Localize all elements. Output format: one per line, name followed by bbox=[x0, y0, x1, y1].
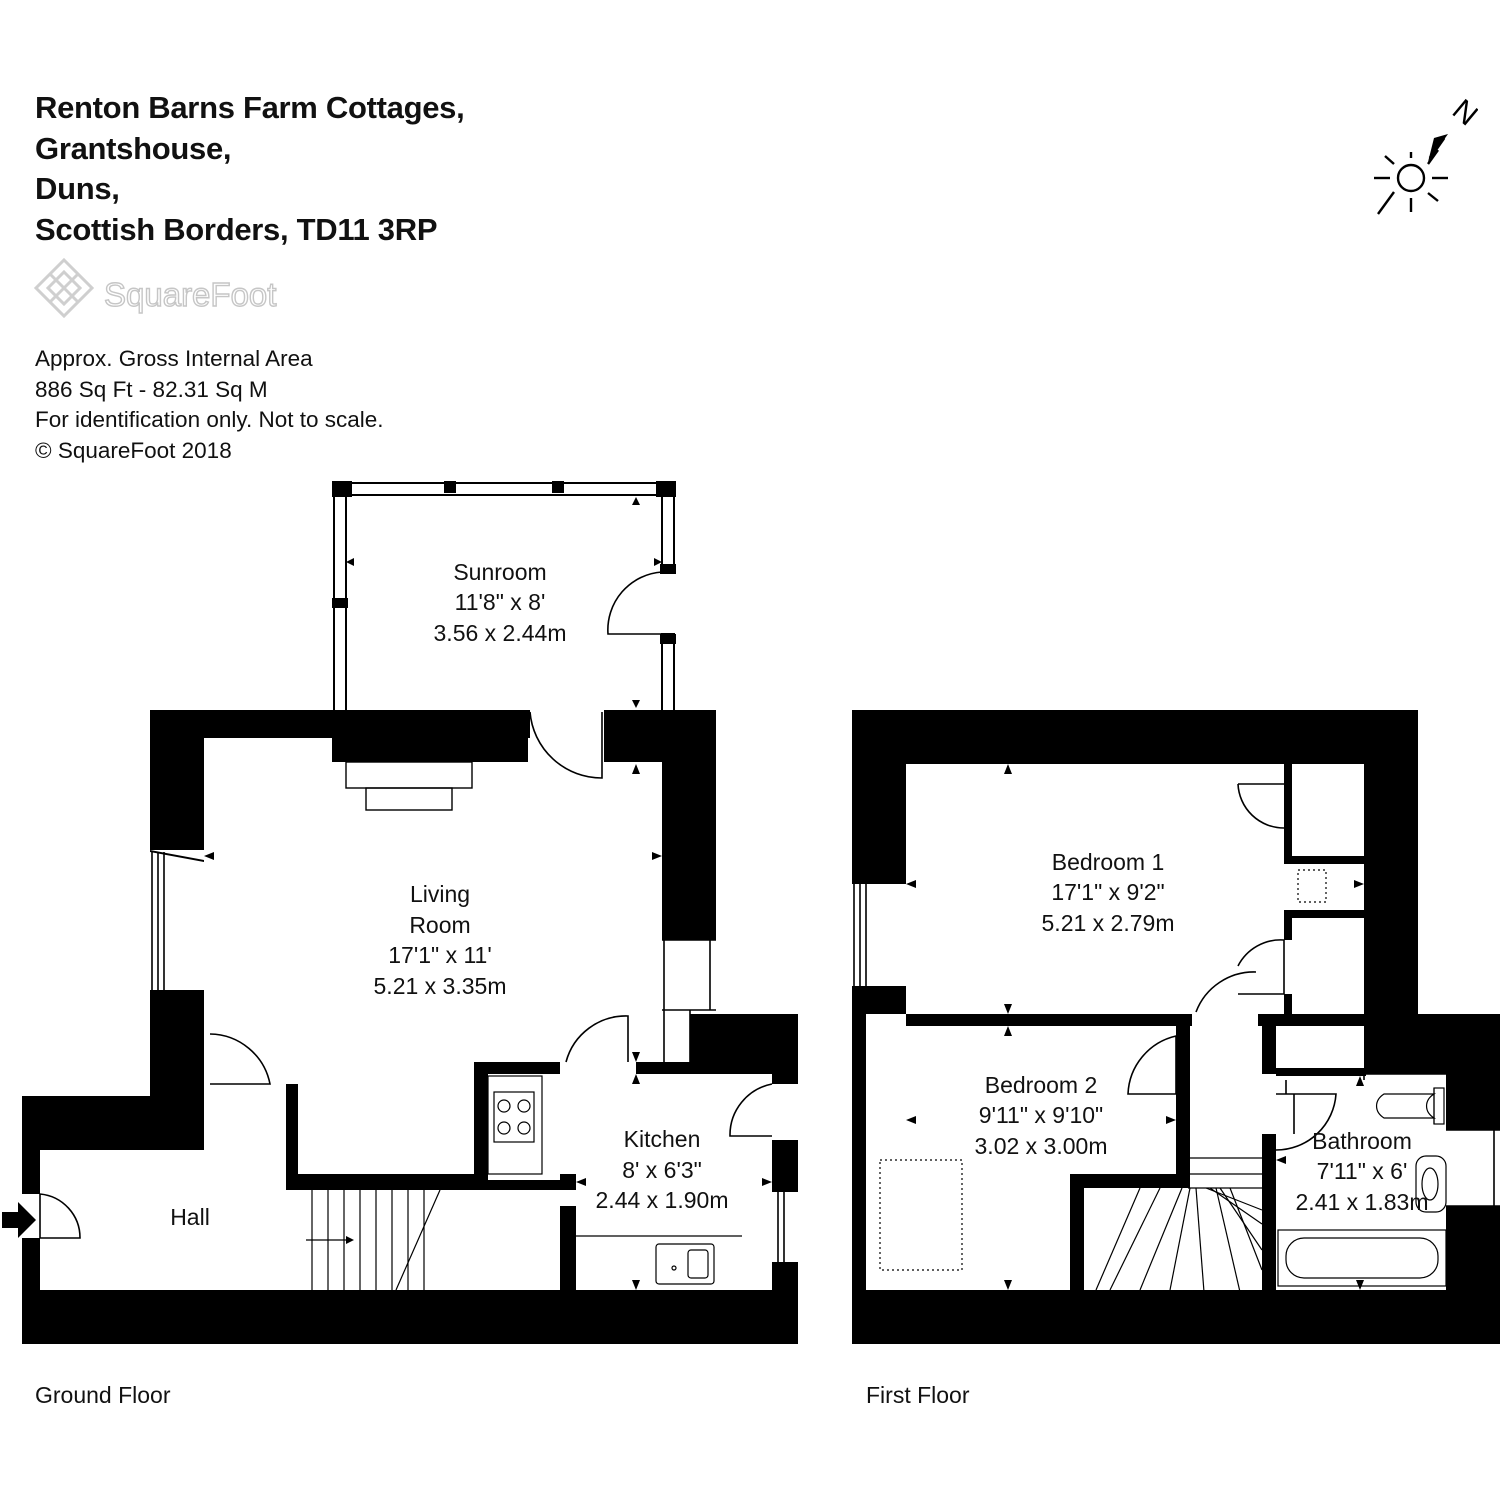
sunroom-imperial: 11'8" x 8' bbox=[455, 589, 546, 615]
fireplace bbox=[345, 761, 473, 811]
landing-door-arc bbox=[1195, 971, 1257, 1013]
toilet-icon bbox=[1375, 1088, 1437, 1124]
copyright: © SquareFoot 2018 bbox=[35, 437, 232, 463]
logo-diamond-outer bbox=[33, 257, 95, 319]
bedroom1-name: Bedroom 1 bbox=[1052, 849, 1165, 875]
ground-floor-doors bbox=[39, 571, 773, 1239]
sunroom-metric: 3.56 x 2.44m bbox=[434, 620, 567, 646]
cooker-hob bbox=[487, 1075, 543, 1175]
bathroom-name: Bathroom bbox=[1312, 1128, 1412, 1154]
sunroom-name: Sunroom bbox=[453, 559, 546, 585]
kitchen-name: Kitchen bbox=[624, 1126, 701, 1152]
living-room-name-1: Living bbox=[410, 881, 470, 907]
first-floor-label: First Floor bbox=[866, 1382, 970, 1408]
area-value: 886 Sq Ft - 82.31 Sq M bbox=[35, 376, 268, 402]
first-floor-walls bbox=[852, 710, 1500, 1344]
ground-floor-plan: Sunroom 11'8" x 8' 3.56 x 2.44m Living R… bbox=[2, 481, 798, 1344]
area-info: Approx. Gross Internal Area 886 Sq Ft - … bbox=[35, 344, 384, 466]
kitchen-door-swing bbox=[565, 1015, 629, 1063]
hall-door-swing bbox=[209, 1033, 271, 1085]
living-room-name-2: Room bbox=[409, 912, 470, 938]
bathroom-door-swing bbox=[1275, 1093, 1337, 1151]
bedroom1-cupboard-door-swing bbox=[1237, 783, 1285, 829]
bathroom-imperial: 7'11" x 6' bbox=[1317, 1158, 1408, 1184]
living-window-right bbox=[662, 939, 716, 1011]
hall-name: Hall bbox=[170, 1204, 210, 1230]
living-window-left bbox=[151, 852, 165, 990]
living-room-imperial: 17'1" x 11' bbox=[388, 942, 491, 968]
bedroom1-door-swing bbox=[1237, 939, 1285, 995]
bedroom2-metric: 3.02 x 3.00m bbox=[975, 1133, 1108, 1159]
water-tank bbox=[1297, 869, 1327, 903]
address-line-2: Grantshouse, bbox=[35, 130, 232, 166]
kitchen-metric: 2.44 x 1.90m bbox=[596, 1187, 729, 1213]
address-line-1: Renton Barns Farm Cottages, bbox=[35, 90, 465, 125]
logo-diamond-inner bbox=[45, 269, 83, 307]
living-door-swing bbox=[529, 711, 603, 779]
bathtub-icon bbox=[1277, 1229, 1447, 1287]
living-room-metric: 5.21 x 3.35m bbox=[374, 973, 507, 999]
first-floor-doors bbox=[1127, 783, 1337, 1151]
compass-north-icon: N bbox=[1374, 94, 1478, 215]
bedroom2-name: Bedroom 2 bbox=[985, 1072, 1098, 1098]
property-address: Renton Barns Farm Cottages, Grantshouse,… bbox=[35, 88, 465, 250]
ground-floor-walls bbox=[22, 710, 798, 1344]
basin-icon bbox=[1415, 1155, 1447, 1213]
ground-floor-label: Ground Floor bbox=[35, 1382, 171, 1408]
address-line-3: Duns, bbox=[35, 171, 120, 206]
bedroom2-door-swing bbox=[1127, 1034, 1177, 1095]
bedroom1-imperial: 17'1" x 9'2" bbox=[1051, 879, 1164, 905]
bedroom1-metric: 5.21 x 2.79m bbox=[1042, 910, 1175, 936]
bedroom2-wardrobe bbox=[879, 1159, 963, 1271]
first-floor-stairs bbox=[1095, 1157, 1263, 1293]
kitchen-imperial: 8' x 6'3" bbox=[622, 1157, 702, 1183]
bathroom-fixtures bbox=[1277, 1087, 1447, 1287]
disclaimer: For identification only. Not to scale. bbox=[35, 407, 384, 432]
ground-stairs bbox=[306, 1189, 441, 1291]
squarefoot-logo: SquareFoot bbox=[33, 257, 277, 319]
bedroom2-imperial: 9'11" x 9'10" bbox=[979, 1102, 1103, 1128]
kitchen-outer-door-swing bbox=[729, 1083, 773, 1137]
logo-text: SquareFoot bbox=[104, 276, 276, 313]
first-floor-plan: Bedroom 1 17'1" x 9'2" 5.21 x 2.79m Bedr… bbox=[852, 710, 1500, 1344]
address-line-4: Scottish Borders, TD11 3RP bbox=[35, 211, 438, 247]
entrance-arrow-icon bbox=[2, 1202, 36, 1238]
kitchen-sink bbox=[576, 1235, 742, 1285]
sun-icon bbox=[1396, 163, 1426, 193]
front-door-swing bbox=[39, 1193, 81, 1239]
area-title: Approx. Gross Internal Area bbox=[35, 346, 313, 371]
sunroom-door-swing bbox=[607, 571, 663, 635]
bathroom-metric: 2.41 x 1.83m bbox=[1296, 1189, 1429, 1215]
